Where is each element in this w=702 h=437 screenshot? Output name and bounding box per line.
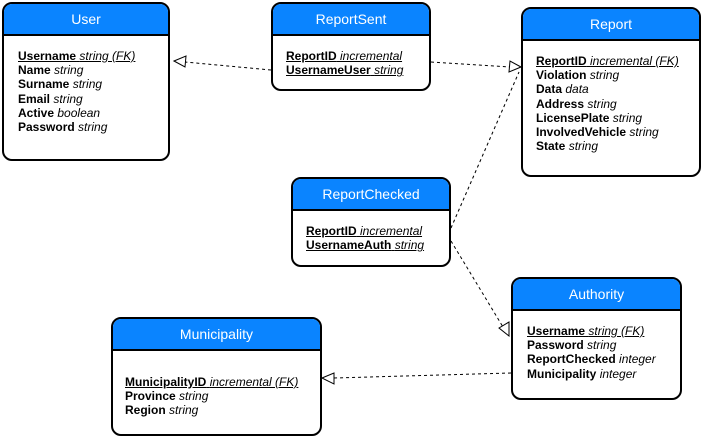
entity-reportchecked[interactable]: ReportChecked ReportID incremental Usern… [291, 177, 451, 267]
attribute-row: MunicipalityID incremental (FK) [125, 375, 299, 389]
attribute-row: Password string [18, 120, 108, 135]
attribute-row: ReportChecked integer [527, 352, 656, 367]
attribute-row: Username string (FK) [18, 49, 136, 63]
attribute-row: Active boolean [18, 105, 101, 120]
connector-reportchecked-authority [450, 240, 504, 328]
connector-authority-municipality [333, 372, 512, 379]
entity-user[interactable]: User Username string (FK) Name string Su… [2, 2, 170, 161]
arrowhead-authority [498, 321, 510, 338]
attribute-row: ReportID incremental [286, 49, 403, 63]
entity-title: User [4, 4, 168, 36]
attribute-row: Violation string [536, 68, 620, 83]
attribute-row: State string [536, 139, 599, 154]
attribute-row: Surname string [18, 77, 103, 92]
entity-title: Municipality [113, 319, 320, 351]
entity-title: ReportSent [273, 4, 429, 36]
entity-title: Authority [513, 279, 680, 311]
connector-reportsent-user [184, 61, 272, 71]
attribute-row: Name string [18, 63, 84, 78]
connector-reportsent-report [430, 61, 511, 68]
attribute-row: Password string [527, 338, 617, 353]
entity-title: Report [523, 9, 699, 41]
attribute-row: Address string [536, 96, 617, 111]
connector-reportchecked-report [450, 71, 520, 229]
attribute-row: Username string (FK) [527, 324, 645, 338]
attribute-row: ReportID incremental [306, 224, 423, 238]
entity-authority[interactable]: Authority Username string (FK) Password … [511, 277, 682, 400]
attribute-row: UsernameAuth string [306, 238, 425, 253]
attribute-row: InvolvedVehicle string [536, 125, 659, 140]
attribute-row: Email string [18, 91, 83, 106]
entity-report[interactable]: Report ReportID incremental (FK) Violati… [521, 7, 701, 177]
entity-reportsent[interactable]: ReportSent ReportID incremental Username… [271, 2, 431, 91]
attribute-row: Province string [125, 389, 209, 404]
attribute-row: ReportID incremental (FK) [536, 54, 679, 68]
entity-title: ReportChecked [293, 179, 449, 211]
attribute-row: LicensePlate string [536, 110, 643, 125]
arrowhead-user [172, 55, 187, 68]
attribute-row: Data data [536, 82, 589, 97]
attribute-row: Region string [125, 403, 199, 418]
attribute-row: UsernameUser string [286, 63, 404, 78]
arrowhead-report [508, 60, 523, 73]
entity-municipality[interactable]: Municipality MunicipalityID incremental … [111, 317, 322, 436]
arrowhead-municipality [320, 372, 335, 385]
attribute-row: Municipality integer [527, 366, 637, 381]
